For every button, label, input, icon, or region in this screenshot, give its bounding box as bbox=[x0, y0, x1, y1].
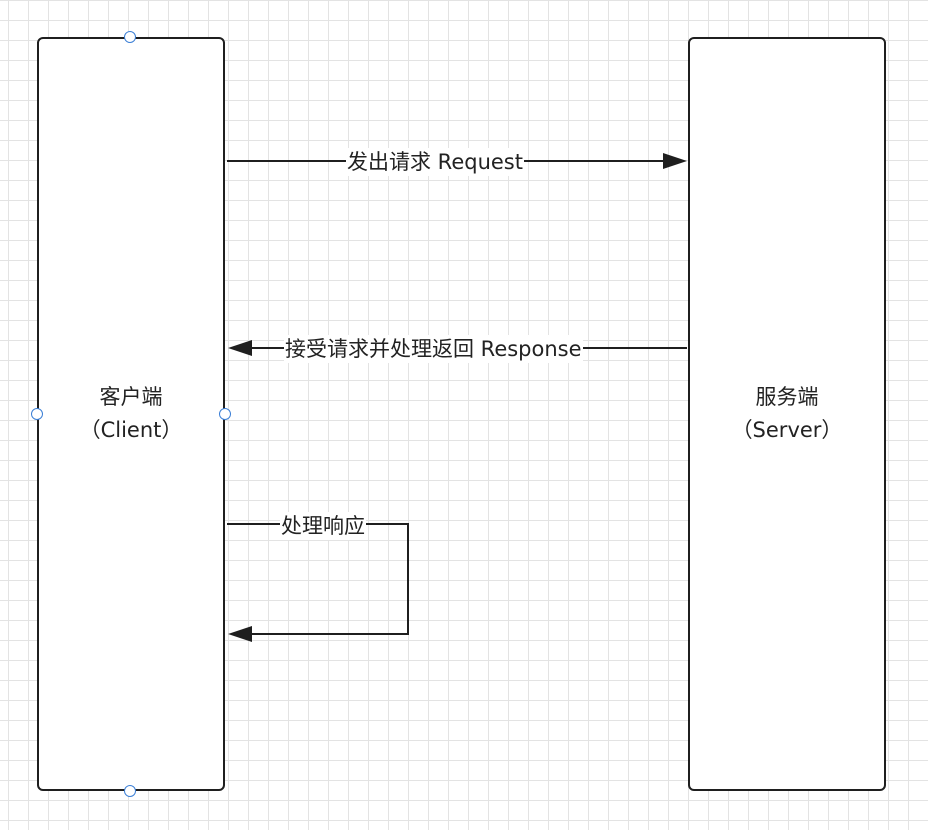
connection-handle-bottom[interactable] bbox=[124, 785, 136, 797]
connection-handle-left[interactable] bbox=[31, 408, 43, 420]
server-title: 服务端 bbox=[755, 385, 819, 409]
client-title: 客户端 bbox=[99, 385, 163, 409]
connection-handle-top[interactable] bbox=[124, 31, 136, 43]
server-subtitle: （Server） bbox=[731, 418, 843, 442]
client-label: 客户端 （Client） bbox=[37, 381, 225, 447]
server-label: 服务端 （Server） bbox=[688, 381, 886, 447]
response-label: 接受请求并处理返回 Response bbox=[284, 335, 583, 363]
connection-handle-right[interactable] bbox=[219, 408, 231, 420]
self-process-label: 处理响应 bbox=[280, 512, 366, 540]
request-label: 发出请求 Request bbox=[346, 148, 524, 176]
arrowhead-left-icon bbox=[228, 340, 252, 356]
self-process-arrow[interactable] bbox=[227, 523, 409, 642]
server-lifeline[interactable] bbox=[688, 37, 886, 791]
arrowhead-left-icon bbox=[228, 626, 252, 642]
client-subtitle: （Client） bbox=[79, 418, 183, 442]
client-lifeline[interactable] bbox=[37, 37, 225, 791]
arrowhead-right-icon bbox=[663, 153, 687, 169]
